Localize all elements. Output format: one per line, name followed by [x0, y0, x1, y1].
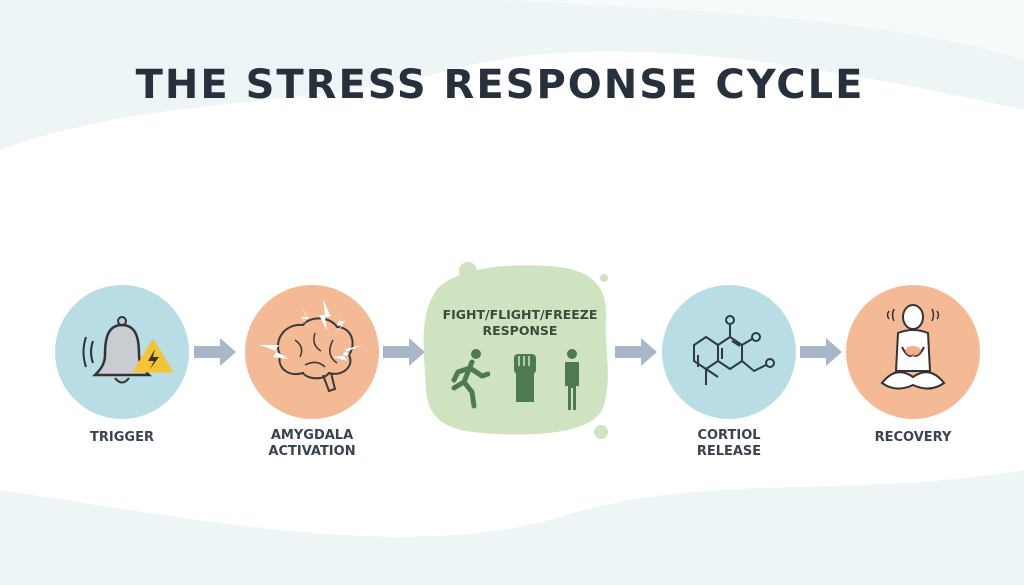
label-line: FIGHT/FLIGHT/FREEZE	[442, 307, 598, 322]
recovery-label: RECOVERY	[874, 430, 952, 445]
fist-icon	[514, 354, 536, 402]
amygdala-circle	[245, 285, 379, 419]
arrow-right-icon	[194, 338, 236, 366]
meditation-icon	[880, 304, 946, 390]
bell-warning-icon	[82, 316, 173, 384]
molecule-icon	[693, 315, 775, 385]
label-line: ACTIVATION	[268, 444, 356, 459]
trigger-circle	[55, 285, 189, 419]
arrow-right-icon	[383, 338, 425, 366]
arrow-right-icon	[615, 338, 657, 366]
running-person-icon	[451, 349, 490, 409]
standing-person-icon	[565, 349, 579, 410]
cortisol-circle	[662, 285, 796, 419]
trigger-label: TRIGGER	[90, 430, 154, 445]
label-line: RELEASE	[696, 444, 762, 459]
brain-lightning-icon	[259, 299, 363, 393]
arrow-right-icon	[800, 338, 842, 366]
page-title: THE STRESS RESPONSE CYCLE	[135, 62, 865, 108]
label-line: AMYGDALA	[270, 428, 354, 443]
recovery-circle	[846, 285, 980, 419]
label-line: RESPONSE	[482, 323, 558, 338]
response-blob	[423, 262, 608, 439]
label-line: CORTIOL	[697, 428, 761, 443]
